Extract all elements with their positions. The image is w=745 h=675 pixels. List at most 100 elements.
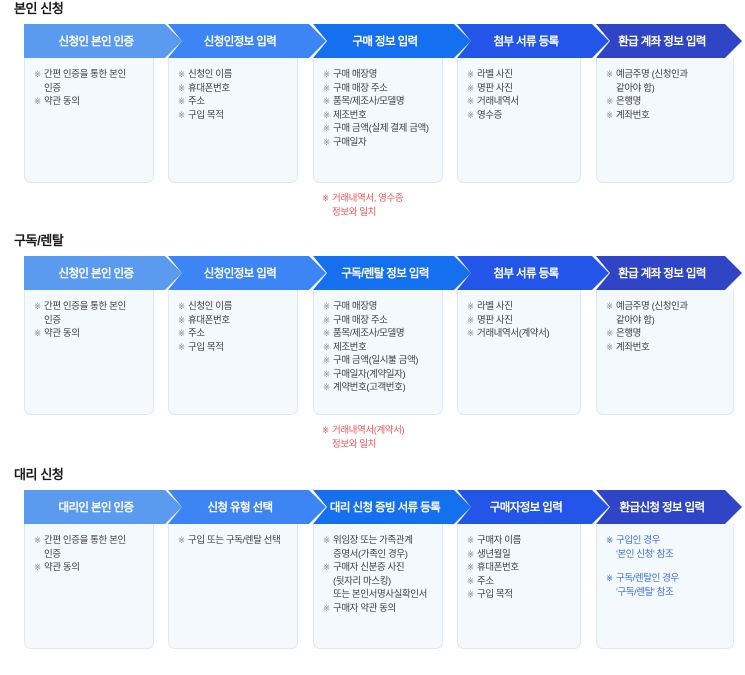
requirement-item: 간편 인증을 통한 본인 인증 xyxy=(34,300,147,327)
requirement-item: 간편 인증을 통한 본인 인증 xyxy=(34,68,147,95)
requirement-list: 구매 매장명구매 매장 주소품목/제조사/모델명제조번호구매 금액(일시불 금액… xyxy=(323,300,436,395)
match-warning-note: 거래내역서(계약서) 정보와 일치 xyxy=(322,424,452,451)
step-header-4[interactable]: 첨부 서류 등록 xyxy=(457,24,609,58)
requirement-item: 예금주명 (신청인과 같아야 함) xyxy=(606,300,727,327)
step-header-4[interactable]: 첨부 서류 등록 xyxy=(457,256,609,290)
requirement-item: 라벨 사진 xyxy=(467,68,574,82)
step-detail-card-1: 간편 인증을 통한 본인 인증약관 동의 xyxy=(24,58,154,183)
step-label: 첨부 서류 등록 xyxy=(493,268,559,280)
step-label: 신청인 본인 인증 xyxy=(58,36,134,48)
step-detail-card-2: 신청인 이름휴대폰번호주소구입 목적 xyxy=(168,58,298,183)
requirement-item: 구매일자(계약일자) xyxy=(323,368,436,382)
step-detail-card-1: 간편 인증을 통한 본인 인증약관 동의 xyxy=(24,524,154,649)
requirement-item: 주소 xyxy=(178,327,291,341)
requirement-item: 주소 xyxy=(178,95,291,109)
step-detail-card-4: 구매자 이름생년월일휴대폰번호주소구입 목적 xyxy=(457,524,581,649)
requirement-item: 영수증 xyxy=(467,109,574,123)
requirement-item: 명판 사진 xyxy=(467,82,574,96)
step-label: 구매자정보 입력 xyxy=(489,502,563,514)
requirement-list: 구입인 경우 '본인 신청' 참조구독/렌탈인 경우 '구독/렌탈' 참조 xyxy=(606,534,727,599)
section-title: 대리 신청 xyxy=(14,467,64,482)
requirement-item: 계좌번호 xyxy=(606,341,727,355)
step-label: 신청 유형 선택 xyxy=(207,502,273,514)
requirement-item: 구입인 경우 '본인 신청' 참조 xyxy=(606,534,727,561)
section-title: 구독/렌탈 xyxy=(14,233,64,248)
step-detail-card-4: 라벨 사진명판 사진거래내역서(계약서) xyxy=(457,290,581,415)
step-body-row: 간편 인증을 통한 본인 인증약관 동의신청인 이름휴대폰번호주소구입 목적구매… xyxy=(24,290,734,450)
step-label: 신청인정보 입력 xyxy=(203,268,277,280)
step-header-5[interactable]: 환급 계좌 정보 입력 xyxy=(596,256,742,290)
step-header-1[interactable]: 대리인 본인 인증 xyxy=(24,490,182,524)
step-header-4[interactable]: 구매자정보 입력 xyxy=(457,490,609,524)
step-header-2[interactable]: 신청인정보 입력 xyxy=(168,24,326,58)
step-detail-card-2: 구입 또는 구독/렌탈 선택 xyxy=(168,524,298,649)
requirement-item: 구매자 이름 xyxy=(467,534,574,548)
step-header-3[interactable]: 대리 신청 증빙 서류 등록 xyxy=(313,490,471,524)
requirement-list: 예금주명 (신청인과 같아야 함)은행명계좌번호 xyxy=(606,300,727,354)
requirement-item: 구입 목적 xyxy=(467,588,574,602)
requirement-item: 약관 동의 xyxy=(34,95,147,109)
requirement-item: 구매자 약관 동의 xyxy=(323,602,436,616)
requirement-item: 구매 금액(실제 결제 금액) xyxy=(323,122,436,136)
requirement-item: 계좌번호 xyxy=(606,109,727,123)
requirement-item: 구입 목적 xyxy=(178,109,291,123)
requirement-item: 거래내역서 xyxy=(467,95,574,109)
step-header-3[interactable]: 구독/렌탈 정보 입력 xyxy=(313,256,471,290)
requirement-item: 구매 금액(일시불 금액) xyxy=(323,354,436,368)
step-detail-card-5: 예금주명 (신청인과 같아야 함)은행명계좌번호 xyxy=(596,290,734,415)
requirement-item: 라벨 사진 xyxy=(467,300,574,314)
step-detail-card-3: 위임장 또는 가족관계 증명서(가족인 경우)구매자 신분증 사진 (뒷자리 마… xyxy=(313,524,443,649)
step-label: 구매 정보 입력 xyxy=(352,36,418,48)
step-header-3[interactable]: 구매 정보 입력 xyxy=(313,24,471,58)
requirement-item: 은행명 xyxy=(606,95,727,109)
step-label: 신청인 본인 인증 xyxy=(58,268,134,280)
requirement-item: 구매자 신분증 사진 (뒷자리 마스킹) 또는 본인서명사실확인서 xyxy=(323,561,436,602)
step-header-2[interactable]: 신청인정보 입력 xyxy=(168,256,326,290)
step-label: 첨부 서류 등록 xyxy=(493,36,559,48)
step-detail-card-3: 구매 매장명구매 매장 주소품목/제조사/모델명제조번호구매 금액(실제 결제 … xyxy=(313,58,443,183)
requirement-list: 라벨 사진명판 사진거래내역서(계약서) xyxy=(467,300,574,341)
requirement-item: 제조번호 xyxy=(323,109,436,123)
requirement-item: 거래내역서(계약서) xyxy=(467,327,574,341)
requirement-item: 은행명 xyxy=(606,327,727,341)
step-header-5[interactable]: 환급 계좌 정보 입력 xyxy=(596,24,742,58)
requirement-item: 구매 매장명 xyxy=(323,68,436,82)
requirement-item: 명판 사진 xyxy=(467,314,574,328)
requirement-item: 구매일자 xyxy=(323,136,436,150)
step-header-2[interactable]: 신청 유형 선택 xyxy=(168,490,326,524)
step-header-1[interactable]: 신청인 본인 인증 xyxy=(24,24,182,58)
requirement-item: 신청인 이름 xyxy=(178,300,291,314)
step-body-row: 간편 인증을 통한 본인 인증약관 동의 구입 또는 구독/렌탈 선택 위임장 또는… xyxy=(24,524,734,649)
requirement-item: 구독/렌탈인 경우 '구독/렌탈' 참조 xyxy=(606,572,727,599)
step-label: 신청인정보 입력 xyxy=(203,36,277,48)
requirement-list: 라벨 사진명판 사진거래내역서영수증 xyxy=(467,68,574,122)
requirement-item: 휴대폰번호 xyxy=(178,82,291,96)
step-label: 대리 신청 증빙 서류 등록 xyxy=(329,502,441,514)
step-detail-card-3: 구매 매장명구매 매장 주소품목/제조사/모델명제조번호구매 금액(일시불 금액… xyxy=(313,290,443,415)
requirement-item: 품목/제조사/모델명 xyxy=(323,95,436,109)
step-header-1[interactable]: 신청인 본인 인증 xyxy=(24,256,182,290)
requirement-list: 신청인 이름휴대폰번호주소구입 목적 xyxy=(178,300,291,354)
requirement-list: 구매 매장명구매 매장 주소품목/제조사/모델명제조번호구매 금액(실제 결제 … xyxy=(323,68,436,149)
requirement-item: 약관 동의 xyxy=(34,327,147,341)
requirement-item: 구입 또는 구독/렌탈 선택 xyxy=(178,534,291,548)
requirement-list: 신청인 이름휴대폰번호주소구입 목적 xyxy=(178,68,291,122)
requirement-item: 신청인 이름 xyxy=(178,68,291,82)
requirement-item: 주소 xyxy=(467,575,574,589)
step-header-5[interactable]: 환급신청 정보 입력 xyxy=(596,490,742,524)
requirement-item: 구매 매장 주소 xyxy=(323,314,436,328)
requirement-list: 구입 또는 구독/렌탈 선택 xyxy=(178,534,291,548)
requirement-item: 휴대폰번호 xyxy=(467,561,574,575)
requirement-list: 간편 인증을 통한 본인 인증약관 동의 xyxy=(34,534,147,575)
requirement-list: 간편 인증을 통한 본인 인증약관 동의 xyxy=(34,300,147,341)
requirement-item: 품목/제조사/모델명 xyxy=(323,327,436,341)
requirement-item: 간편 인증을 통한 본인 인증 xyxy=(34,534,147,561)
step-detail-card-4: 라벨 사진명판 사진거래내역서영수증 xyxy=(457,58,581,183)
